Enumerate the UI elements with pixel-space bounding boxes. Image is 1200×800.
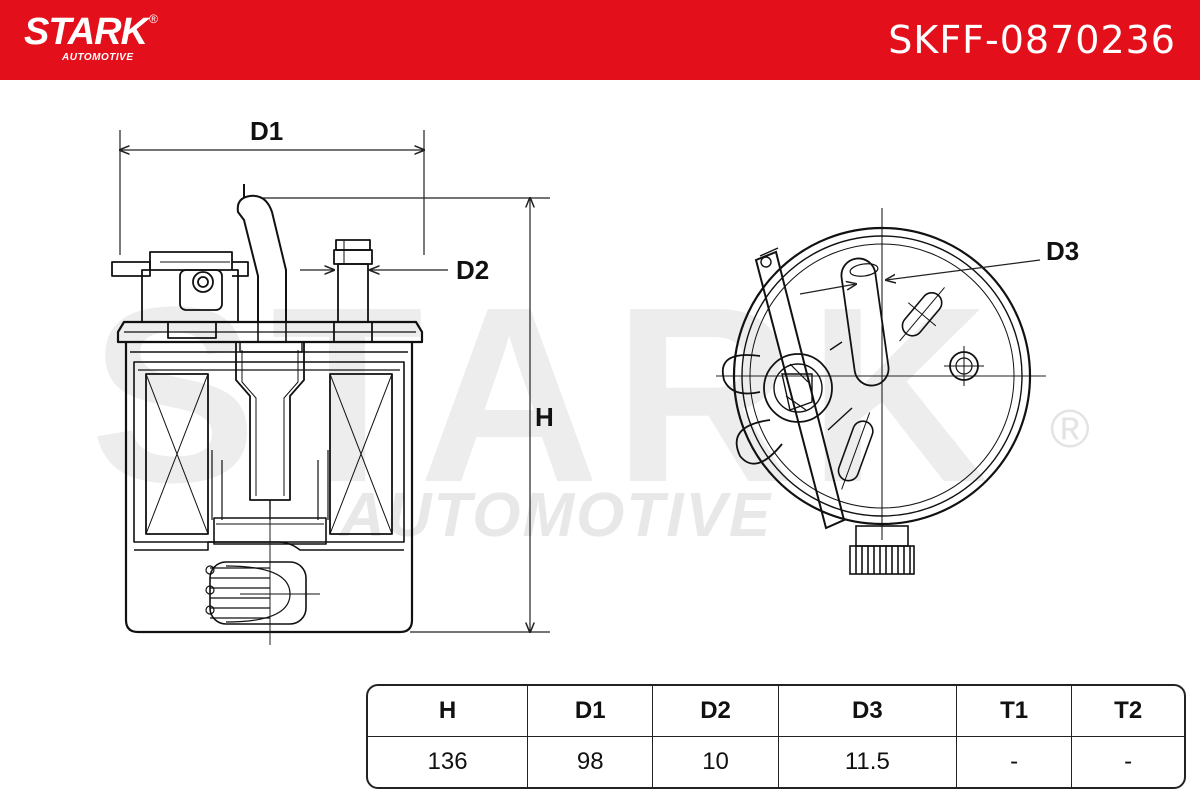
part-number: SKFF-0870236 xyxy=(888,18,1176,62)
spec-value-t1: - xyxy=(957,737,1073,787)
spec-header-t2: T2 xyxy=(1072,686,1184,737)
connector-clamp xyxy=(754,247,846,530)
spec-table: H D1 D2 D3 T1 T2 136 98 10 11.5 - - xyxy=(366,684,1186,789)
oval-port-top xyxy=(840,257,890,387)
filter-element-left xyxy=(145,373,209,535)
header-bar: STARK® AUTOMOTIVE SKFF-0870236 xyxy=(0,0,1200,80)
housing-lid xyxy=(116,320,424,344)
brand-registered-mark: ® xyxy=(149,12,158,26)
filter-housing xyxy=(124,342,414,634)
brand-name: STARK xyxy=(24,11,148,53)
spec-header-h: H xyxy=(368,686,529,737)
label-d3: D3 xyxy=(1046,236,1080,266)
brand-logo: STARK® AUTOMOTIVE xyxy=(24,11,158,63)
heater-connector xyxy=(111,251,249,339)
left-connector xyxy=(721,341,853,465)
spec-header-d1: D1 xyxy=(528,686,654,737)
brand-subtitle: AUTOMOTIVE xyxy=(62,52,134,63)
water-separator xyxy=(134,541,404,551)
d3-dimension-line xyxy=(799,259,1041,295)
spec-table-header-row: H D1 D2 D3 T1 T2 xyxy=(368,686,1184,737)
spec-header-t1: T1 xyxy=(956,686,1073,737)
top-view xyxy=(716,208,1046,575)
label-h: H xyxy=(535,402,554,432)
bottom-nozzle xyxy=(849,525,915,575)
h-dimension-line xyxy=(260,198,550,632)
center-tube xyxy=(235,342,305,501)
side-view xyxy=(111,130,550,645)
spec-value-d1: 98 xyxy=(528,737,654,787)
spec-value-d3: 11.5 xyxy=(779,737,957,787)
inlet-pipe xyxy=(236,184,287,342)
label-d1: D1 xyxy=(250,116,284,146)
spec-value-d2: 10 xyxy=(653,737,779,787)
outlet-fitting xyxy=(333,239,373,343)
housing-outer-ring xyxy=(732,226,1032,526)
d1-dimension-line xyxy=(120,130,424,255)
label-d2: D2 xyxy=(456,255,490,285)
spec-header-d2: D2 xyxy=(653,686,779,737)
filter-element-right xyxy=(329,373,393,535)
spec-table-value-row: 136 98 10 11.5 - - xyxy=(368,737,1184,787)
spec-value-h: 136 xyxy=(368,737,529,787)
filter-technical-drawing xyxy=(111,130,1046,645)
inner-shell xyxy=(133,361,405,543)
spec-value-t2: - xyxy=(1124,748,1133,775)
spec-header-d3: D3 xyxy=(778,686,957,737)
